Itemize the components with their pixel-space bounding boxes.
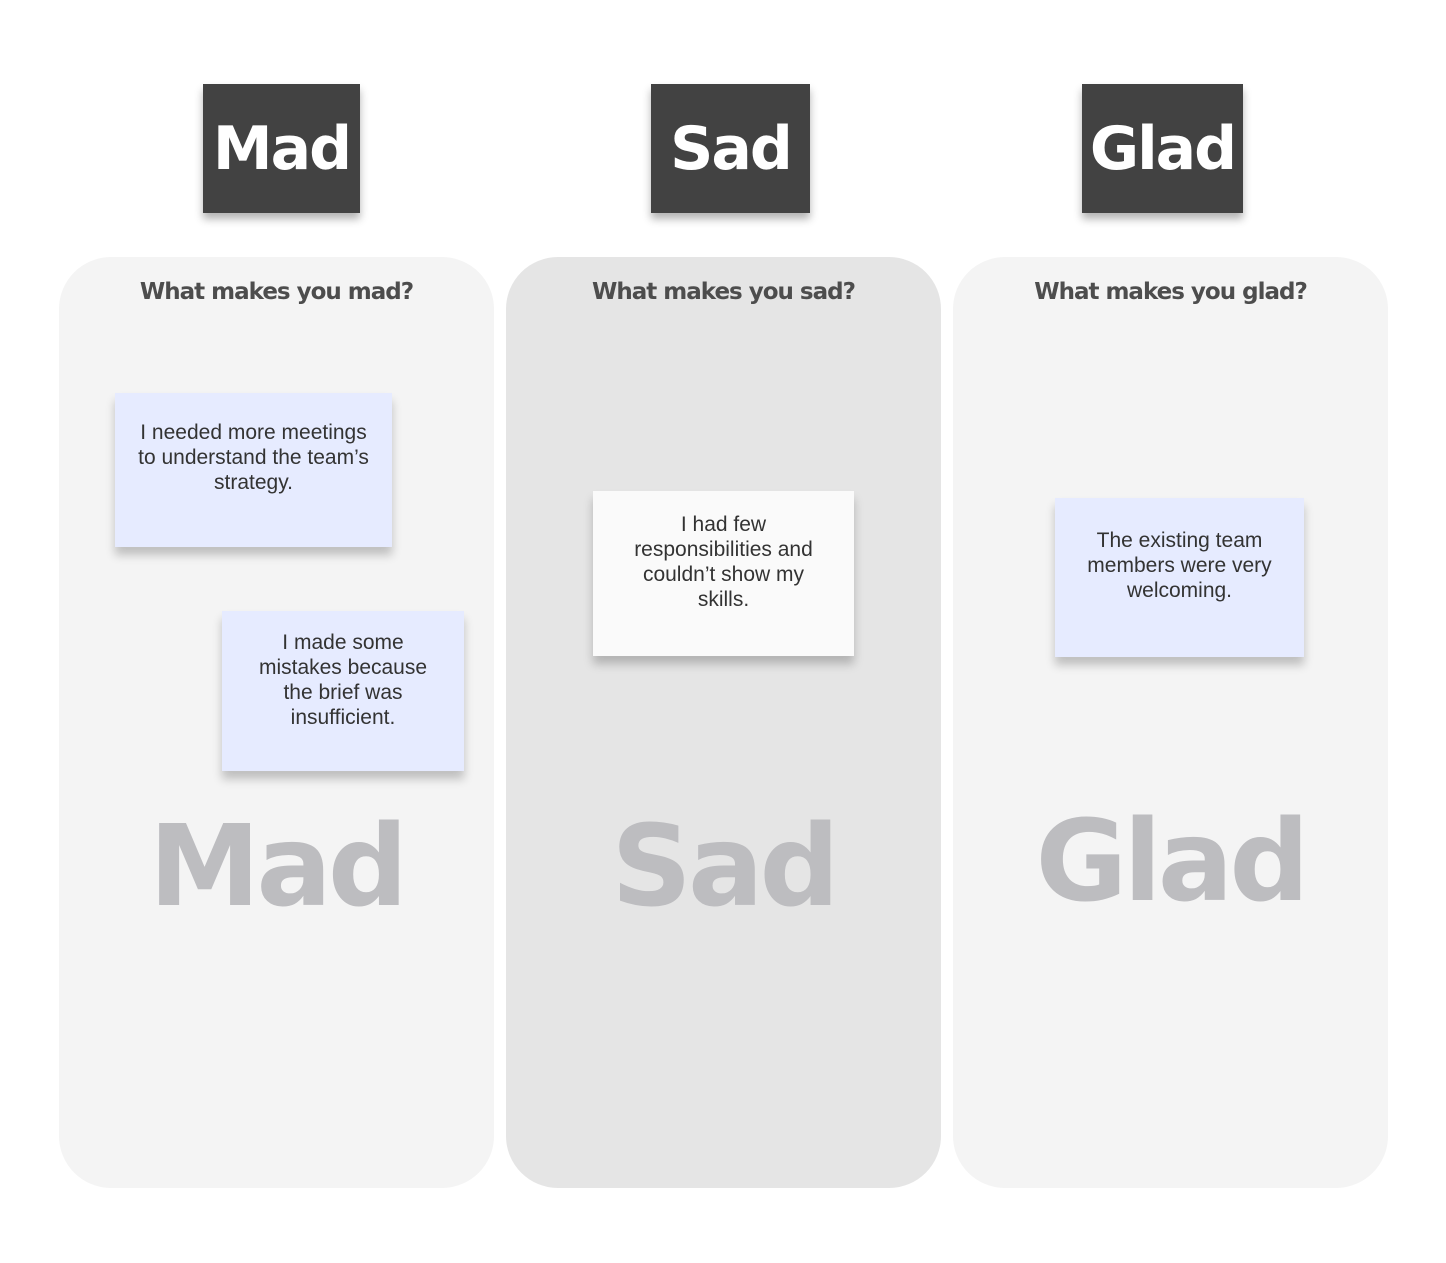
header-mad: Mad <box>203 84 360 213</box>
column-question: What makes you mad? <box>139 279 414 305</box>
sticky-note[interactable]: I needed more meetings to understand the… <box>115 393 392 547</box>
sticky-note[interactable]: I made some mistakes because the brief w… <box>222 611 464 771</box>
column-sad: What makes you sad? Sad <box>506 257 941 1188</box>
header-glad: Glad <box>1082 84 1243 213</box>
column-question: What makes you sad? <box>592 279 856 305</box>
sticky-note[interactable]: I had few responsibilities and couldn’t … <box>593 491 854 656</box>
column-question: What makes you glad? <box>1034 279 1308 305</box>
header-sad: Sad <box>651 84 810 213</box>
column-glad: What makes you glad? Glad <box>953 257 1388 1188</box>
column-watermark: Sad <box>611 802 839 932</box>
sticky-note[interactable]: The existing team members were very welc… <box>1055 498 1304 657</box>
column-watermark: Mad <box>148 802 408 932</box>
column-watermark: Glad <box>1035 797 1309 927</box>
